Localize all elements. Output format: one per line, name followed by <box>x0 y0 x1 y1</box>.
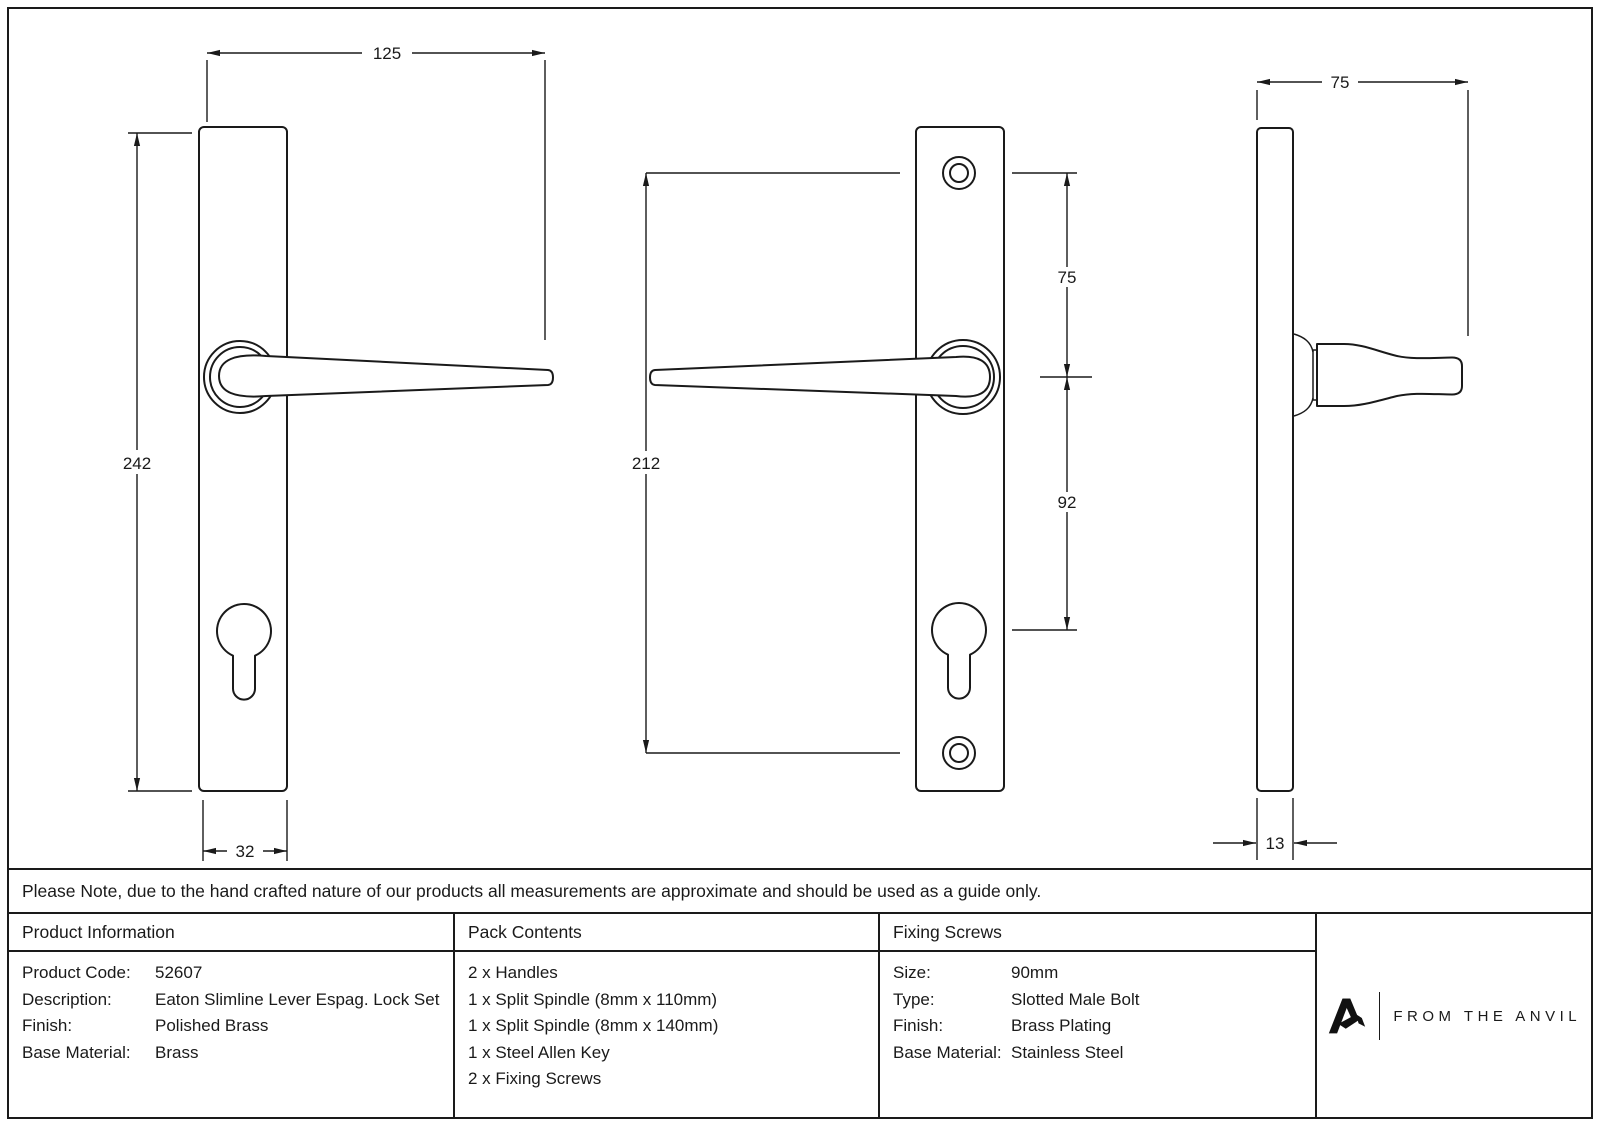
spec-table: Product Information Pack Contents Fixing… <box>8 912 1592 1118</box>
row-label: Base Material: <box>893 1042 1002 1062</box>
screw-hole-top-inner <box>949 163 969 183</box>
lever-profile <box>1316 343 1463 407</box>
dim-plate-width: 32 <box>202 800 288 861</box>
row-value: Polished Brass <box>155 1016 269 1035</box>
euro-cylinder-keyhole <box>216 603 272 701</box>
backplate-profile <box>1256 127 1294 792</box>
row-value: 52607 <box>155 963 203 982</box>
dim-label-plate-width: 32 <box>236 842 255 861</box>
screw-hole-bottom-outer <box>942 736 976 770</box>
list-item: 2 x Handles <box>468 963 558 982</box>
list-item: 2 x Fixing Screws <box>468 1069 602 1088</box>
list-item: 1 x Steel Allen Key <box>468 1042 610 1062</box>
pack-contents-body: 2 x Handles 1 x Split Spindle (8mm x 110… <box>455 952 880 1118</box>
table-row: Finish: Brass Plating <box>880 1013 1315 1040</box>
table-row: Product Code: 52607 <box>8 960 453 987</box>
header-label: Pack Contents <box>468 921 582 942</box>
backplate <box>915 126 1005 792</box>
row-label: Size: <box>893 963 931 982</box>
list-item: 1 x Split Spindle (8mm x 110mm) <box>468 989 718 1009</box>
rose-flare-bottom <box>1293 397 1314 417</box>
lever-handle <box>649 355 991 398</box>
screw-hole-bottom-inner <box>949 743 969 763</box>
table-row: Base Material: Stainless Steel <box>880 1040 1315 1067</box>
row-label: Finish: <box>22 1016 73 1035</box>
dim-label-overall-width: 125 <box>373 44 401 63</box>
table-row: Base Material: Brass <box>8 1040 453 1067</box>
row-label: Description: <box>22 989 112 1009</box>
row-label: Finish: <box>893 1016 944 1035</box>
table-row: Description: Eaton Slimline Lever Espag.… <box>8 987 453 1014</box>
header-label: Product Information <box>22 921 175 942</box>
dim-overall-height: 242 <box>112 132 192 792</box>
fixing-screws-body: Size: 90mm Type: Slotted Male Bolt Finis… <box>880 952 1317 1118</box>
dim-label-thickness: 13 <box>1266 834 1285 853</box>
brand-cell: FROM THE ANVIL <box>1317 914 1592 1118</box>
dim-label-screw-centres: 212 <box>632 454 660 473</box>
lever-handle <box>218 354 554 398</box>
row-value: Brass Plating <box>1011 1016 1112 1035</box>
row-value: 90mm <box>1011 963 1059 982</box>
row-label: Product Code: <box>22 963 131 982</box>
header-pack-contents: Pack Contents <box>455 914 880 952</box>
header-label: Fixing Screws <box>893 921 1002 942</box>
technical-drawing: 125 242 32 <box>112 42 1469 861</box>
row-value: Slotted Male Bolt <box>1011 989 1140 1009</box>
product-information-body: Product Code: 52607 Description: Eaton S… <box>8 952 455 1118</box>
dim-label-overall-height: 242 <box>123 454 151 473</box>
front-view-lever-right: 125 242 32 <box>112 42 554 861</box>
dim-screw-centres: 212 <box>621 172 900 754</box>
row-value: Eaton Slimline Lever Espag. Lock Set <box>155 989 440 1009</box>
row-label: Type: <box>893 989 935 1009</box>
brand-name: FROM THE ANVIL <box>1393 1007 1582 1025</box>
header-fixing-screws: Fixing Screws <box>880 914 1317 952</box>
logo-divider <box>1378 992 1381 1040</box>
backplate <box>198 126 288 792</box>
table-row: Finish: Polished Brass <box>8 1013 453 1040</box>
dim-label-lever-to-cylinder: 92 <box>1058 493 1077 512</box>
dim-label-projection: 75 <box>1331 73 1350 92</box>
row-value: Brass <box>155 1042 199 1062</box>
dim-thickness: 13 <box>1213 798 1337 860</box>
dim-overall-width: 125 <box>206 42 546 340</box>
dim-projection: 75 <box>1256 72 1469 336</box>
from-the-anvil-logo-icon <box>1328 998 1366 1034</box>
row-value: Stainless Steel <box>1011 1042 1124 1062</box>
rose-flare-top <box>1293 333 1314 353</box>
dim-label-top-to-lever: 75 <box>1058 268 1077 287</box>
front-view-lever-left: 212 75 92 <box>621 126 1092 792</box>
table-row: Size: 90mm <box>880 960 1315 987</box>
euro-cylinder-keyhole <box>931 602 987 700</box>
dim-lever-to-cylinder: 92 <box>1012 377 1085 631</box>
header-product-information: Product Information <box>8 914 455 952</box>
measurement-note: Please Note, due to the hand crafted nat… <box>8 868 1592 912</box>
list-item: 1 x Split Spindle (8mm x 140mm) <box>468 1016 719 1035</box>
measurement-note-text: Please Note, due to the hand crafted nat… <box>22 880 1042 901</box>
side-view: 75 13 <box>1213 72 1469 860</box>
screw-hole-top-outer <box>942 156 976 190</box>
row-label: Base Material: <box>22 1042 131 1062</box>
dim-top-to-lever: 75 <box>1012 172 1092 378</box>
table-row: Type: Slotted Male Bolt <box>880 987 1315 1014</box>
